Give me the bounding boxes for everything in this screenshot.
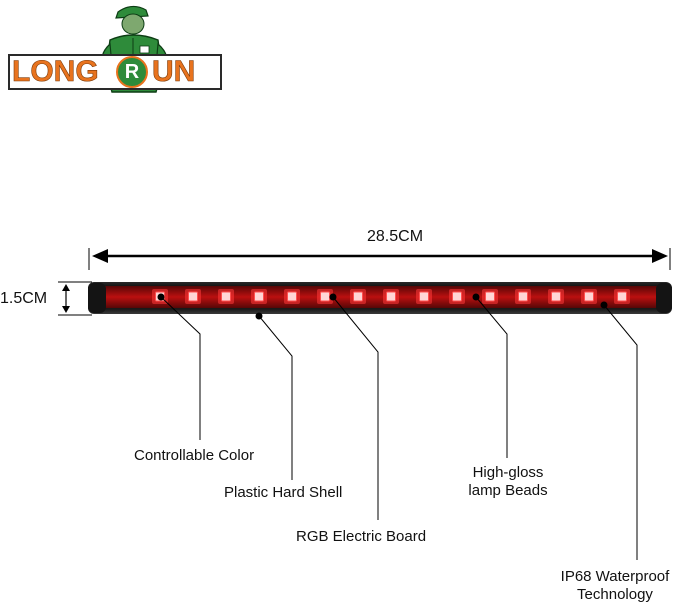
label-high-gloss-line2: lamp Beads [468, 482, 548, 499]
lamp-bead [287, 291, 297, 302]
label-ip68: IP68 Waterproof Technology [552, 568, 678, 604]
lamp-bead [353, 291, 363, 302]
callout-line-beads [475, 296, 508, 458]
rgb-electric-board [100, 286, 662, 308]
end-cap-right [656, 283, 672, 313]
label-plastic-hard-shell: Plastic Hard Shell [224, 484, 343, 501]
lamp-bead [551, 291, 561, 302]
logo-r-emblem: R [116, 56, 148, 88]
label-high-gloss: High-gloss lamp Beads [460, 464, 556, 500]
callout-line-controllable [160, 296, 201, 440]
lamp-bead [386, 291, 396, 302]
callout-lines [157, 293, 638, 560]
callout-line-ip68 [603, 304, 638, 560]
end-cap-left [88, 283, 106, 313]
logo-text-left: LONG [12, 55, 99, 88]
logo-text-right: UN [152, 55, 196, 88]
callout-line-shell [258, 315, 293, 480]
logo-frame [8, 54, 222, 90]
length-label: 28.5CM [367, 228, 424, 245]
label-controllable-color: Controllable Color [134, 447, 255, 464]
logo-r-letter: R [124, 61, 140, 83]
label-ip68-line2: Technology [577, 586, 653, 603]
lamp-bead [485, 291, 495, 302]
lamp-bead [419, 291, 429, 302]
lamp-bead [518, 291, 528, 302]
label-rgb-electric-board: RGB Electric Board [296, 528, 427, 545]
lamp-bead [452, 291, 462, 302]
lamp-bead [221, 291, 231, 302]
lamp-bead [617, 291, 627, 302]
height-dimension-arrow [58, 281, 92, 316]
callout-line-board [332, 296, 379, 520]
lamp-bead [584, 291, 594, 302]
label-ip68-line1: IP68 Waterproof [560, 568, 670, 585]
height-label: 1.5CM [0, 290, 48, 307]
label-high-gloss-line1: High-gloss [472, 464, 544, 481]
lamp-bead [254, 291, 264, 302]
lamp-beads [152, 289, 630, 304]
lamp-bead [320, 291, 330, 302]
lamp-bead [188, 291, 198, 302]
length-dimension-arrow [88, 248, 671, 270]
